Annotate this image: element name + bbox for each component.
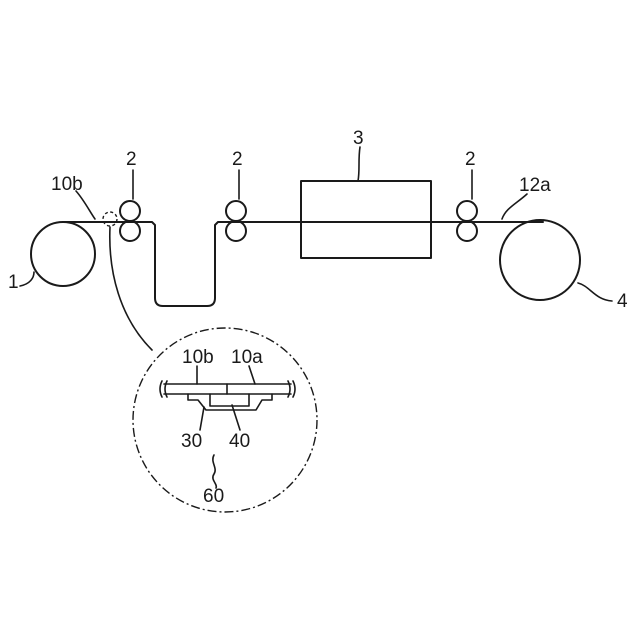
supply-roll — [31, 222, 95, 286]
splice-marker — [103, 212, 117, 226]
detail-film-left-label: 10b — [182, 347, 214, 368]
detail-tape-leader — [200, 407, 204, 430]
film-end-leader — [76, 191, 95, 219]
film-web-path — [63, 222, 543, 306]
processing-unit-label: 3 — [353, 128, 364, 149]
splice-detail — [160, 381, 295, 410]
detail-view — [133, 328, 317, 512]
film-end-label: 10b — [51, 174, 83, 195]
detail-film-right-label: 10a — [231, 347, 263, 368]
film-take-up-leader — [502, 194, 527, 219]
supply-roll-leader — [20, 272, 34, 286]
detail-view-leader — [213, 455, 216, 488]
roller-pair-3-label: 2 — [465, 149, 476, 170]
take-up-roll-leader — [578, 283, 612, 301]
film-take-up-label: 12a — [519, 175, 551, 196]
detail-leader — [110, 227, 152, 350]
supply-roll-label: 1 — [8, 272, 19, 293]
take-up-roll — [500, 220, 580, 300]
roller-pair-2-label: 2 — [232, 149, 243, 170]
processing-unit — [301, 181, 431, 258]
detail-view-label: 60 — [203, 486, 224, 507]
take-up-roll-label: 4 — [617, 291, 628, 312]
detail-film-right-leader — [249, 366, 255, 384]
detail-joint-label: 40 — [229, 431, 250, 452]
roller-pair-1-label: 2 — [126, 149, 137, 170]
processing-unit-leader — [358, 147, 360, 181]
detail-joint-leader — [232, 405, 240, 430]
detail-tape-label: 30 — [181, 431, 202, 452]
